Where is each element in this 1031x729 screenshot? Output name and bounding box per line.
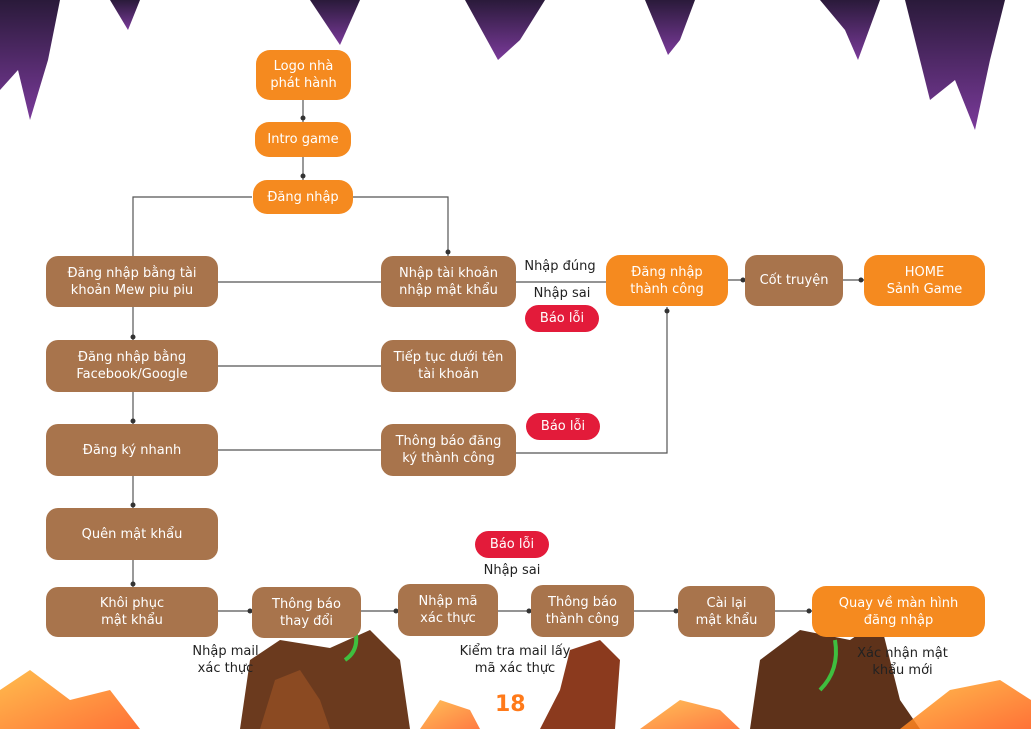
node-forgot-password: Quên mật khẩu: [46, 508, 218, 560]
node-enter-account: Nhập tài khoản nhập mật khẩu: [381, 256, 516, 307]
node-story: Cốt truyện: [745, 255, 843, 306]
node-reset-password: Cài lại mật khẩu: [678, 586, 775, 637]
node-register-notice: Thông báo đăng ký thành công: [381, 424, 516, 476]
node-quick-register: Đăng ký nhanh: [46, 424, 218, 476]
edge-label-check-mail: Kiểm tra mail lấy mã xác thực: [459, 644, 571, 676]
node-back-to-login: Quay về màn hình đăng nhập: [812, 586, 985, 637]
node-home: HOME Sảnh Game: [864, 255, 985, 306]
stalactite-decoration: [0, 0, 1005, 130]
node-logo-publisher: Logo nhà phát hành: [256, 50, 351, 100]
node-success-notice: Thông báo thành công: [531, 585, 634, 637]
page-number: 18: [495, 692, 526, 717]
edge-label-wrong: Nhập sai: [483, 563, 541, 578]
edge-label-correct: Nhập đúng: [524, 259, 596, 274]
error-badge: Báo lỗi: [475, 531, 549, 558]
edge-label-enter-mail: Nhập mail xác thực: [192, 644, 259, 676]
rocks-decoration: [0, 620, 1031, 729]
error-badge: Báo lỗi: [525, 305, 599, 332]
node-recover-password: Khôi phục mật khẩu: [46, 587, 218, 637]
node-intro-game: Intro game: [255, 122, 351, 157]
node-change-notice: Thông báo thay đổi: [252, 587, 361, 638]
edge-label-confirm-new: Xác nhận mật khẩu mới: [857, 646, 948, 678]
node-login-mew: Đăng nhập bằng tài khoản Mew piu piu: [46, 256, 218, 307]
error-badge: Báo lỗi: [526, 413, 600, 440]
node-login-facebook: Đăng nhập bằng Facebook/Google: [46, 340, 218, 392]
node-login-success: Đăng nhập thành công: [606, 255, 728, 306]
node-login: Đăng nhập: [253, 180, 353, 214]
node-enter-code: Nhập mã xác thực: [398, 584, 498, 636]
edge-label-wrong: Nhập sai: [533, 286, 591, 301]
node-continue-account: Tiếp tục dưới tên tài khoản: [381, 340, 516, 392]
